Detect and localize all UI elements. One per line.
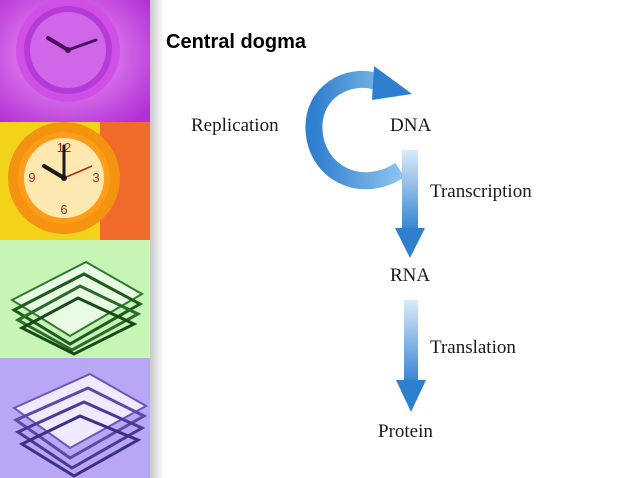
- purple-clock-image: [0, 0, 150, 122]
- green-paper-stack-image: [0, 240, 150, 358]
- translation-label: Translation: [430, 337, 516, 358]
- transcription-arrow: [395, 150, 425, 258]
- strip-shadow: [150, 0, 164, 478]
- replication-label: Replication: [191, 115, 279, 136]
- decorative-image-strip: 12 3 6 9: [0, 0, 150, 478]
- transcription-label: Transcription: [430, 181, 532, 202]
- rna-node: RNA: [390, 265, 431, 286]
- translation-arrow: [396, 300, 426, 412]
- svg-text:3: 3: [92, 170, 99, 185]
- orange-clock-image: 12 3 6 9: [0, 122, 150, 240]
- svg-text:9: 9: [28, 170, 35, 185]
- svg-text:6: 6: [60, 202, 67, 217]
- slide-title: Central dogma: [166, 31, 307, 53]
- purple-paper-stack-image: [0, 358, 150, 478]
- protein-node: Protein: [378, 421, 433, 442]
- dna-node: DNA: [390, 115, 432, 136]
- replication-arrow: [305, 66, 412, 190]
